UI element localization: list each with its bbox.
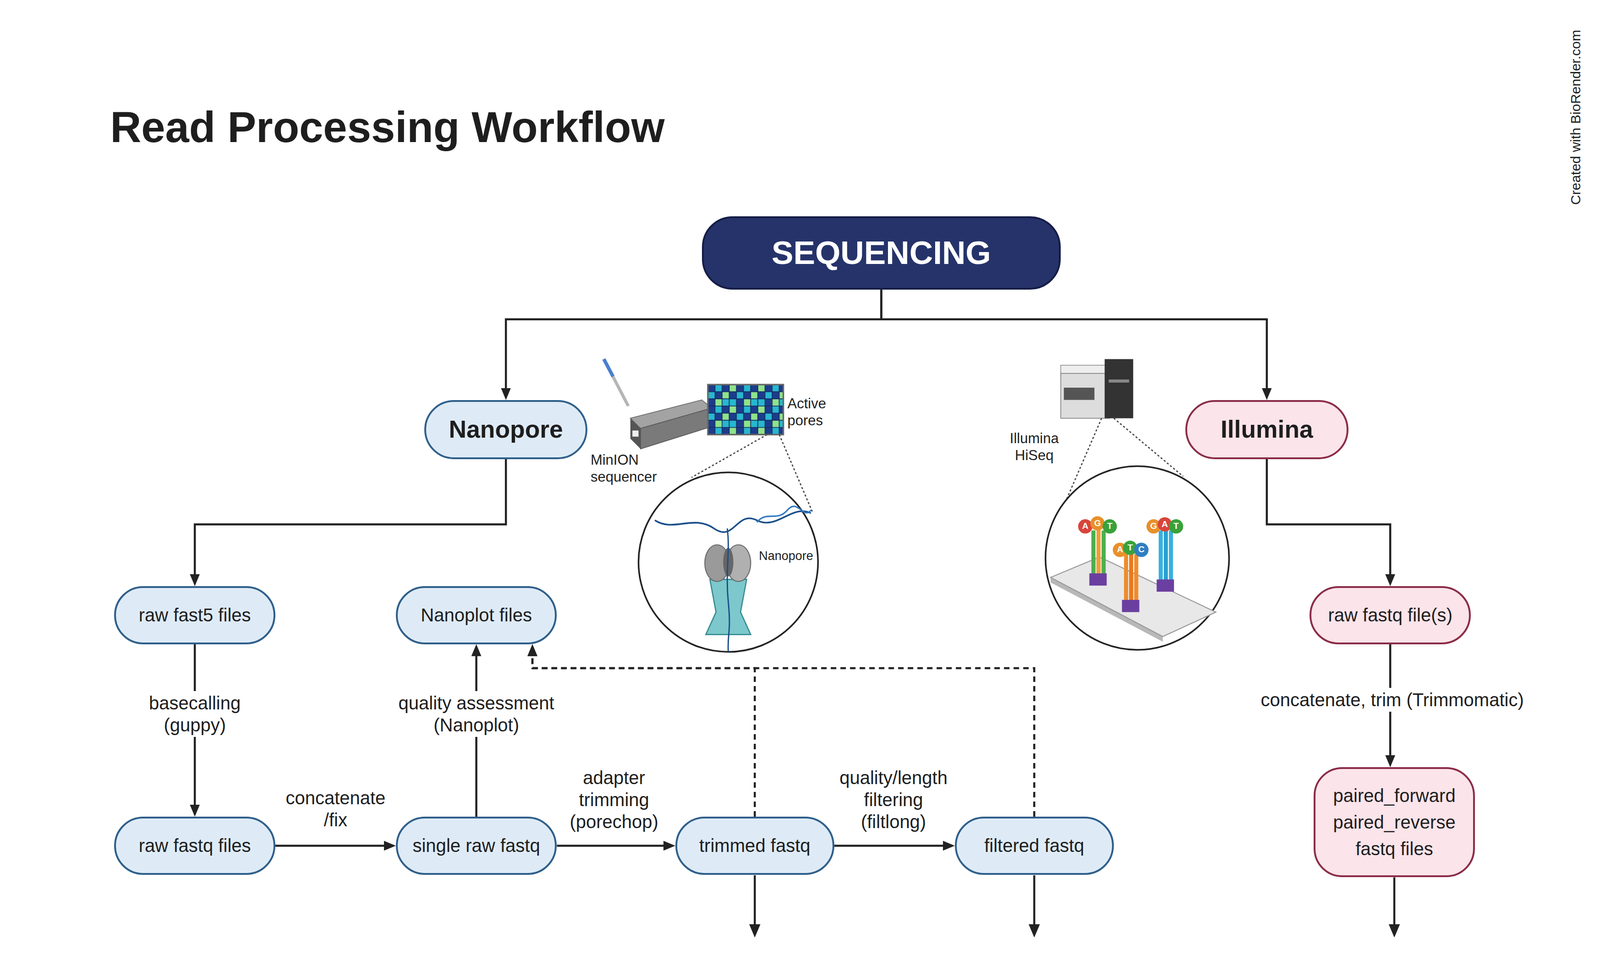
machine-part [1104,359,1134,419]
device-label: Illumina HiSeq [999,429,1069,464]
base-letter: T [1127,542,1134,554]
step-label: adapter trimming (porechop) [557,765,671,834]
pipette [603,359,629,406]
step-label: quality/length filtering (filtlong) [832,765,955,834]
cluster-strand [1158,530,1163,588]
flow-arrow [194,459,506,584]
step-label: concatenate /fix [274,785,397,832]
base-letter: G [1150,520,1157,532]
file-box: raw fastq file(s) [1309,586,1471,645]
pipette-tip [603,359,614,377]
machine-part [1063,387,1095,400]
base-letter: A [1116,544,1124,555]
box-text: SEQUENCING [771,233,992,273]
arrowhead [1028,924,1040,938]
base-dot [1078,519,1093,534]
step-label: quality assessment (Nanoplot) [376,690,577,737]
machine-part [1108,379,1130,383]
base-letter: A [1161,519,1168,530]
machine-part [1060,373,1110,419]
step-label: concatenate, trim (Trimmomatic) [1257,687,1528,712]
box-text: Nanopore [449,414,564,444]
file-box: raw fast5 files [114,586,276,645]
file-box: trimmed fastq [675,816,835,875]
base-letter: T [1106,520,1113,532]
file-box: Nanoplot files [395,586,558,645]
base-letter: A [1082,520,1089,532]
base-dot [1102,519,1117,534]
flow-arrow [275,844,394,847]
arrowhead [749,924,761,938]
flow-arrow [556,844,673,847]
file-box: single raw fastq [395,816,558,875]
dna-strand [654,510,811,532]
onward-line [1393,876,1396,927]
onward-line [753,875,756,927]
base-dot [1168,519,1184,534]
cluster-strand [1128,551,1134,608]
device-label: Active pores [787,394,843,429]
box-text: raw fastq files [138,834,252,857]
base-letter: C [1138,544,1145,555]
device-front [630,418,641,450]
step-label: basecalling (guppy) [131,690,258,737]
base-letter: T [1173,520,1179,532]
onward-arrows [749,875,1400,938]
flowcell-zoom [1045,465,1230,650]
cluster-strand [1163,528,1168,588]
box-text: filtered fastq [984,834,1085,857]
dna-strand [727,528,730,652]
zoom-circle [1045,465,1230,650]
base-dot [1134,542,1149,557]
flow-arrow [1266,459,1391,584]
box-text: raw fast5 files [138,603,252,626]
flow-arrow [505,289,882,397]
base-dot [1090,515,1105,531]
base-letter: G [1094,518,1102,529]
pore-grid [707,384,784,435]
box-text: paired_forward paired_reverse fastq file… [1325,782,1464,862]
device-label: MinION sequencer [590,451,669,486]
box-text: raw fastq file(s) [1327,603,1453,626]
device-side [640,407,713,449]
diagram-title: Read Processing Workflow [109,102,665,153]
zoom-circle [638,472,819,653]
cluster-anchor [1089,573,1107,586]
file-box: raw fastq files [114,816,276,875]
box-text: single raw fastq [412,834,540,857]
box-text: Illumina [1220,414,1314,444]
watermark: Created with BioRender.com [1567,29,1584,205]
cluster-anchor [1122,599,1140,613]
illustration-label: Nanopore [758,548,814,564]
platform-box: Nanopore [424,400,588,460]
file-box: paired_forward paired_reverse fastq file… [1313,767,1475,877]
flow-arrow [881,289,1267,397]
zoom-line [691,434,768,477]
platform-box: Illumina [1185,400,1349,460]
dna-strand [756,506,811,523]
cluster-strand [1168,530,1173,588]
nanopore-zoom [638,472,819,653]
start-box: SEQUENCING [701,216,1062,290]
box-text: Nanoplot files [420,603,532,626]
file-box: filtered fastq [954,816,1114,875]
onward-line [1033,875,1036,927]
box-text: trimmed fastq [699,834,811,857]
flow-arrow [834,844,953,847]
cluster-anchor [1156,579,1174,592]
device-slot [632,430,639,437]
arrowhead [1388,924,1400,938]
